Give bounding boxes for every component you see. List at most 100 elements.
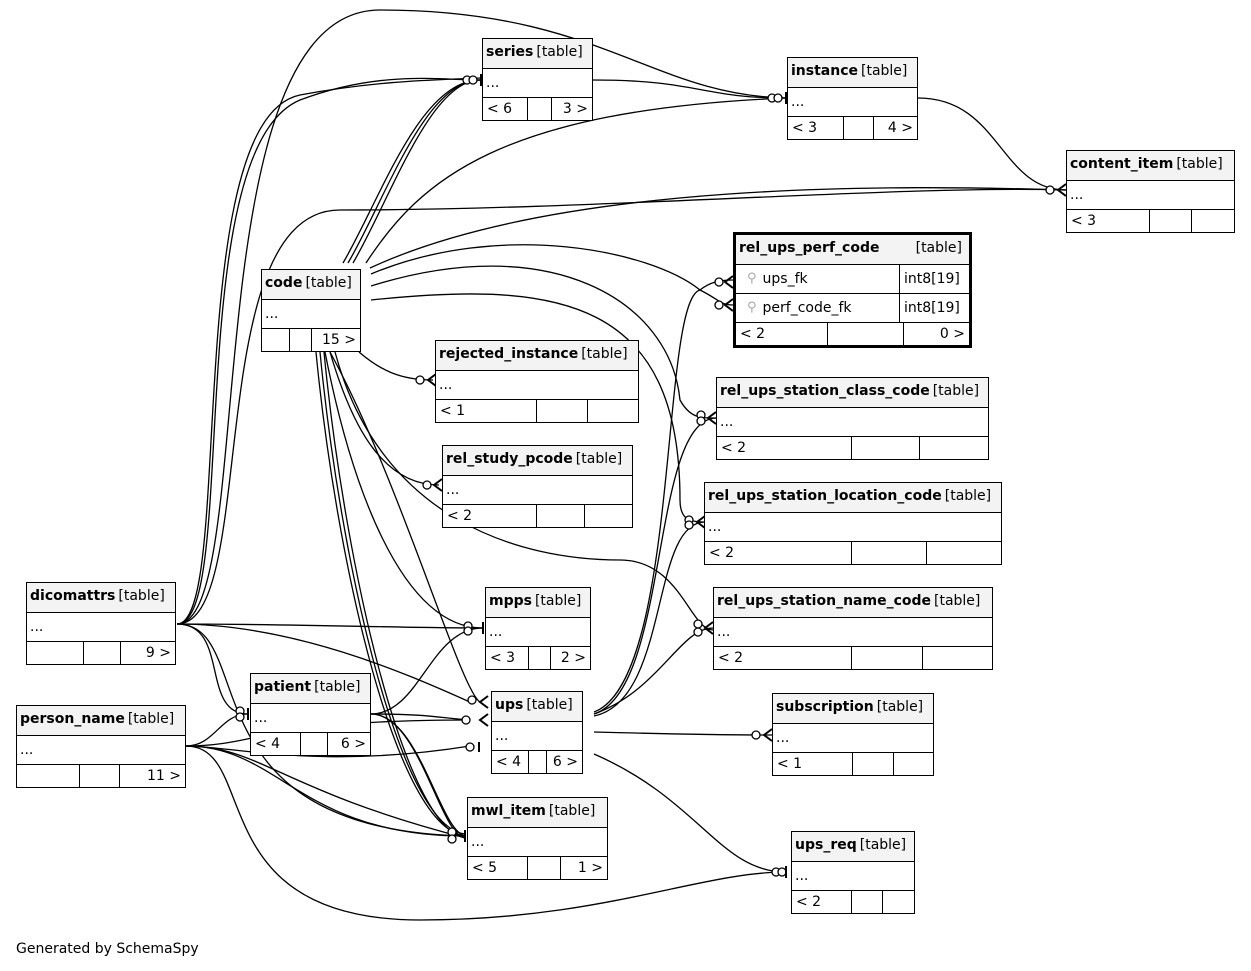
children-count[interactable]: 9 > xyxy=(145,645,171,661)
children-count[interactable]: 4 > xyxy=(887,120,913,136)
table-footer: < 4 6 > xyxy=(251,733,370,755)
table-header: series[table] xyxy=(483,39,592,69)
table-ups_req[interactable]: ups_req[table] ... < 2 xyxy=(791,831,915,914)
children-count[interactable] xyxy=(585,505,632,527)
table-header: content_item[table] xyxy=(1067,151,1234,181)
children-count[interactable] xyxy=(588,400,638,422)
parents-count[interactable]: < 3 xyxy=(788,117,844,139)
table-rel_study_pcode[interactable]: rel_study_pcode[table] ... < 2 xyxy=(442,445,633,528)
table-name: person_name xyxy=(20,711,125,727)
table-row[interactable]: ⚲ perf_code_fk int8[19] xyxy=(736,294,969,323)
table-rel_ups_station_location_code[interactable]: rel_ups_station_location_code[table] ...… xyxy=(704,482,1002,565)
table-header: code[table] xyxy=(262,270,360,300)
row-text: ... xyxy=(489,624,503,640)
row-text: ... xyxy=(486,75,500,91)
children-count[interactable] xyxy=(883,891,914,913)
parents-count[interactable]: < 3 xyxy=(486,647,529,669)
table-type: [table] xyxy=(861,63,908,79)
table-footer: < 2 xyxy=(705,542,1001,564)
table-header: mwl_item[table] xyxy=(468,798,607,828)
children-count[interactable]: 11 > xyxy=(147,768,181,784)
parents-count[interactable]: < 2 xyxy=(736,323,828,345)
table-type: [table] xyxy=(932,383,980,399)
parents-count[interactable]: < 3 xyxy=(1067,210,1150,232)
table-type: [table] xyxy=(548,803,596,819)
row-text: ... xyxy=(717,624,731,640)
table-name: code xyxy=(265,275,303,291)
table-header: ups_req[table] xyxy=(792,832,914,862)
table-row: ... xyxy=(17,736,185,765)
table-person_name[interactable]: person_name[table] ... 11 > xyxy=(16,705,186,788)
table-type: [table] xyxy=(526,697,573,713)
table-code[interactable]: code[table] ... 15 > xyxy=(261,269,361,352)
table-mpps[interactable]: mpps[table] ... < 3 2 > xyxy=(485,587,591,670)
children-count[interactable]: 1 > xyxy=(577,860,603,876)
parents-count[interactable] xyxy=(27,642,84,664)
table-name: rel_ups_station_class_code xyxy=(720,383,930,399)
table-type: [table] xyxy=(534,593,582,609)
table-name: ups xyxy=(495,697,524,713)
row-text: ... xyxy=(1070,187,1084,203)
children-count[interactable] xyxy=(927,542,1001,564)
table-footer: < 2 xyxy=(714,647,992,669)
table-header: ups[table] xyxy=(492,692,582,722)
parents-count[interactable]: < 2 xyxy=(705,542,852,564)
children-count[interactable] xyxy=(894,753,933,775)
row-text: ... xyxy=(439,377,453,393)
children-count[interactable] xyxy=(920,437,988,459)
table-rel_ups_station_class_code[interactable]: rel_ups_station_class_code[table] ... < … xyxy=(716,377,989,460)
table-series[interactable]: series[table] ... < 6 3 > xyxy=(482,38,593,121)
table-subscription[interactable]: subscription[table] ... < 1 xyxy=(772,693,934,776)
table-header: rejected_instance[table] xyxy=(436,341,638,371)
children-count[interactable]: 6 > xyxy=(340,736,366,752)
column-type: int8[19] xyxy=(899,294,966,322)
parents-count[interactable]: < 2 xyxy=(714,647,852,669)
children-count[interactable]: 6 > xyxy=(552,754,578,770)
row-text: ... xyxy=(708,519,722,535)
table-name: mpps xyxy=(489,593,532,609)
parents-count[interactable]: < 2 xyxy=(443,505,537,527)
children-count[interactable]: 0 > xyxy=(939,326,965,342)
table-dicomattrs[interactable]: dicomattrs[table] ... 9 > xyxy=(26,582,176,665)
table-type: [table] xyxy=(1176,156,1223,172)
parents-count[interactable]: < 4 xyxy=(251,733,301,755)
key-icon: ⚲ xyxy=(747,300,757,315)
row-text: ... xyxy=(265,306,279,322)
parents-count[interactable]: < 2 xyxy=(792,891,852,913)
column-name: perf_code_fk xyxy=(762,300,852,316)
parents-count[interactable]: < 1 xyxy=(773,753,853,775)
table-content_item[interactable]: content_item[table] ... < 3 xyxy=(1066,150,1235,233)
children-count[interactable]: 2 > xyxy=(560,650,586,666)
row-text: ... xyxy=(795,868,809,884)
table-rel_ups_station_name_code[interactable]: rel_ups_station_name_code[table] ... < 2 xyxy=(713,587,993,670)
parents-count[interactable] xyxy=(17,765,80,787)
table-rejected_instance[interactable]: rejected_instance[table] ... < 1 xyxy=(435,340,639,423)
table-header: rel_ups_station_location_code[table] xyxy=(705,483,1001,513)
table-row: ... xyxy=(443,476,632,505)
children-count[interactable] xyxy=(1192,210,1234,232)
parents-count[interactable]: < 4 xyxy=(492,751,529,773)
table-footer: < 5 1 > xyxy=(468,857,607,879)
table-header: dicomattrs[table] xyxy=(27,583,175,613)
column-name: ups_fk xyxy=(762,271,808,287)
parents-count[interactable] xyxy=(262,329,290,351)
children-count[interactable] xyxy=(923,647,992,669)
children-count[interactable]: 15 > xyxy=(322,332,356,348)
table-footer: 15 > xyxy=(262,329,360,351)
table-name: mwl_item xyxy=(471,803,546,819)
parents-count[interactable]: < 5 xyxy=(468,857,528,879)
parents-count[interactable]: < 1 xyxy=(436,400,537,422)
parents-count[interactable]: < 6 xyxy=(483,98,528,120)
key-icon: ⚲ xyxy=(747,271,757,286)
table-header: person_name[table] xyxy=(17,706,185,736)
table-type: [table] xyxy=(581,346,628,362)
children-count[interactable]: 3 > xyxy=(562,101,588,117)
parents-count[interactable]: < 2 xyxy=(717,437,852,459)
